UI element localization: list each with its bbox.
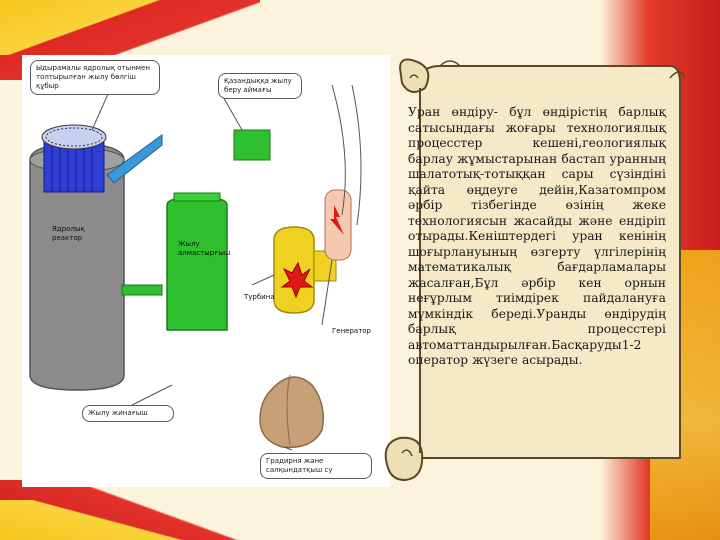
- bg-yellow-corner: [0, 0, 200, 55]
- callout-cooling-tower: Градирня және салқындатқыш су: [260, 453, 372, 479]
- callout-cooling: Қазандыққа жылу беру аймағы: [218, 73, 302, 99]
- label-reactor: Ядролық реактор: [52, 225, 85, 242]
- bg-yellow-bottom: [0, 500, 300, 540]
- label-generator: Генератор: [332, 327, 371, 335]
- label-heat-exchanger: Жылу алмастырғыш: [178, 240, 231, 257]
- scroll-panel: [380, 58, 685, 483]
- cooling-tower: [259, 376, 324, 449]
- description-text: Уран өндіру- бұл өндірістің барлық сатыс…: [408, 105, 666, 367]
- callout-cooling-pool: Жылу жинағыш: [82, 405, 174, 422]
- heat-exchanger: [166, 196, 228, 331]
- fuel-rods: [41, 124, 107, 193]
- condenser-box: [233, 129, 271, 161]
- callout-fuel-assembly: Ыдырамалы ядролық отынмен толтырылған жы…: [30, 60, 160, 95]
- label-turbine: Турбина: [244, 293, 275, 301]
- scroll-shape: [384, 58, 685, 482]
- nuclear-plant-diagram: Ыдырамалы ядролық отынмен толтырылған жы…: [22, 55, 390, 487]
- diagram-drawing: [29, 84, 362, 451]
